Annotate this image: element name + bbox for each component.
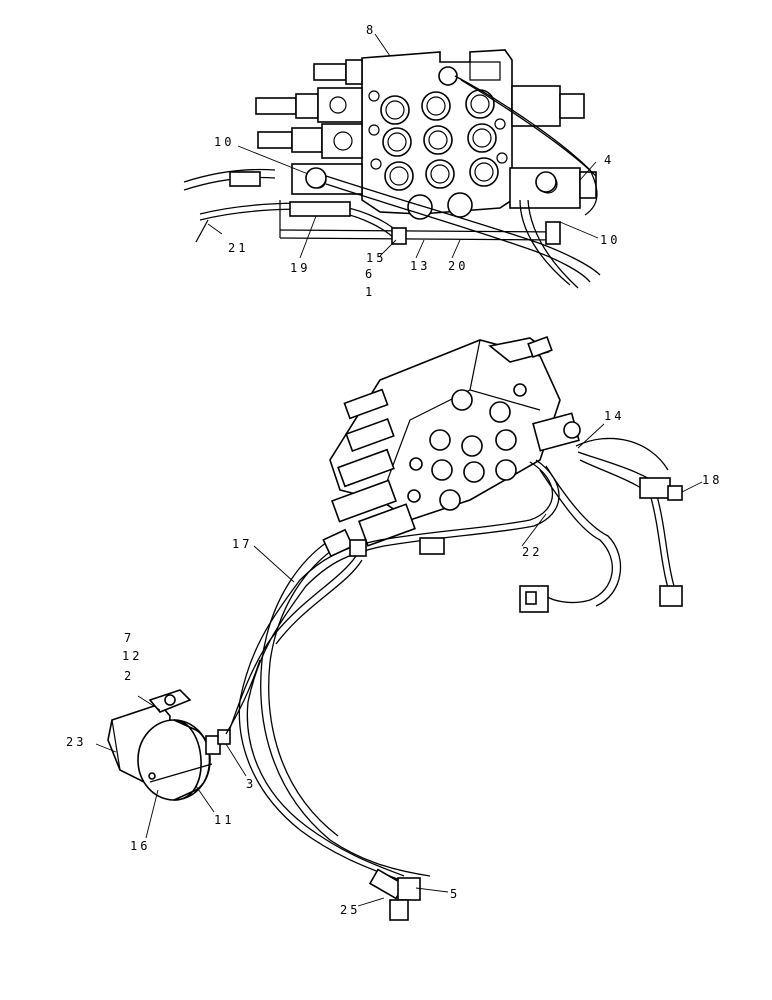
callout-5: 5 (450, 887, 460, 901)
iso-left-spools (331, 388, 416, 547)
callout-17: 17 (232, 537, 252, 551)
callout-16: 16 (130, 839, 150, 853)
callout-14: 14 (604, 409, 624, 423)
callout-13: 13 (410, 259, 430, 273)
callout-labels: 8 10 4 10 21 19 15 6 1 13 20 14 18 17 22… (66, 23, 722, 917)
accumulator (107, 659, 261, 801)
callout-2: 2 (124, 669, 134, 683)
callout-12: 12 (122, 649, 142, 663)
callout-8: 8 (366, 23, 376, 37)
callout-7: 7 (124, 631, 134, 645)
callout-21: 21 (228, 241, 248, 255)
callout-15: 15 (366, 251, 386, 265)
left-spool-actuators (255, 59, 363, 195)
valve-ports (368, 89, 508, 191)
callout-11: 11 (214, 813, 234, 827)
callout-1: 1 (365, 285, 375, 299)
callout-4: 4 (604, 153, 614, 167)
callout-6: 6 (365, 267, 375, 281)
hydraulic-lines (225, 459, 560, 881)
iso-ports (407, 383, 527, 511)
top-hoses (183, 75, 601, 289)
wiring-harness (519, 437, 683, 613)
isometric-valve-view (95, 335, 703, 921)
callout-19: 19 (290, 261, 310, 275)
callout-10-left: 10 (214, 135, 234, 149)
bottom-leaders (95, 423, 703, 907)
callout-18: 18 (702, 473, 722, 487)
top-valve-view (183, 33, 601, 289)
callout-20: 20 (448, 259, 468, 273)
callout-10-right: 10 (600, 233, 620, 247)
callout-23: 23 (66, 735, 86, 749)
callout-3: 3 (246, 777, 256, 791)
elbow-fitting (368, 868, 421, 921)
callout-22: 22 (522, 545, 542, 559)
top-leaders (207, 33, 599, 259)
callout-25: 25 (340, 903, 360, 917)
